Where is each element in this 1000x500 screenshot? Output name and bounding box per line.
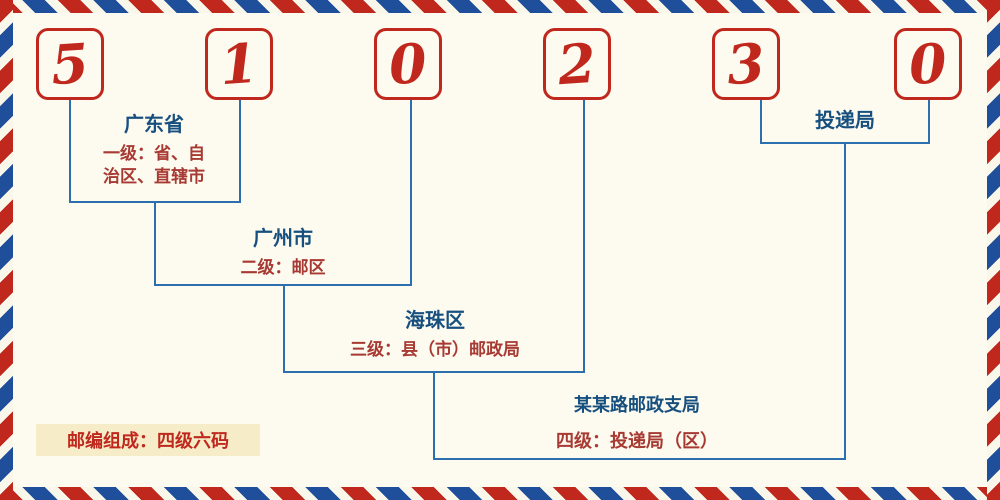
level-3-desc-line-1: 三级：县（市）邮政局 xyxy=(350,340,520,359)
composition-badge-label: 邮编组成：四级六码 xyxy=(67,431,229,451)
digit-box-2: 1 xyxy=(205,28,273,100)
airmail-border-right xyxy=(987,0,1000,500)
connector-line-l5-right xyxy=(928,100,930,144)
digit-box-5: 3 xyxy=(712,28,780,100)
level-1-title: 广东省 xyxy=(124,114,184,136)
connector-line-l1-right xyxy=(239,100,241,203)
digit-box-1: 5 xyxy=(36,28,104,100)
level-1-desc-line-2: 治区、直辖市 xyxy=(103,167,205,186)
connector-line-l4-left xyxy=(433,371,435,460)
level-1-label: 广东省 一级：省、自 治区、直辖市 xyxy=(72,112,236,188)
connector-line-l4-right xyxy=(844,142,846,460)
connector-line-l2-right xyxy=(410,100,412,286)
digit-2: 1 xyxy=(218,30,260,98)
airmail-border-bottom xyxy=(0,487,1000,500)
digit-5: 3 xyxy=(725,30,767,98)
level-3-label: 海珠区 三级：县（市）邮政局 xyxy=(287,308,583,361)
level-4-title: 某某路邮政支局 xyxy=(574,395,700,415)
digit-1: 5 xyxy=(49,30,91,98)
level-5-title: 投递局 xyxy=(815,110,875,132)
digit-box-4: 2 xyxy=(543,28,611,100)
digit-6: 0 xyxy=(907,30,949,98)
level-4-desc-line-1: 四级：投递局（区） xyxy=(556,431,718,451)
connector-line-l3-left xyxy=(283,284,285,373)
airmail-border-top xyxy=(0,0,1000,13)
digit-box-3: 0 xyxy=(374,28,442,100)
connector-line-l1-left xyxy=(69,100,71,203)
level-4-label: 某某路邮政支局 四级：投递局（区） xyxy=(477,392,797,453)
connector-line-l4-bottom xyxy=(433,458,846,460)
level-2-title: 广州市 xyxy=(253,228,313,250)
level-5-label: 投递局 xyxy=(762,108,928,134)
level-2-label: 广州市 二级：邮区 xyxy=(158,226,408,279)
composition-badge: 邮编组成：四级六码 xyxy=(36,424,260,456)
airmail-border-left xyxy=(0,0,13,500)
level-1-desc-line-1: 一级：省、自 xyxy=(103,144,205,163)
connector-line-l3-right xyxy=(583,100,585,373)
digit-box-6: 0 xyxy=(894,28,962,100)
connector-line-l5-left xyxy=(760,100,762,144)
level-3-title: 海珠区 xyxy=(405,310,465,332)
digit-3: 0 xyxy=(387,30,429,98)
digit-4: 2 xyxy=(556,30,598,98)
level-2-desc-line-1: 二级：邮区 xyxy=(240,258,326,277)
connector-line-l2-left xyxy=(154,201,156,286)
